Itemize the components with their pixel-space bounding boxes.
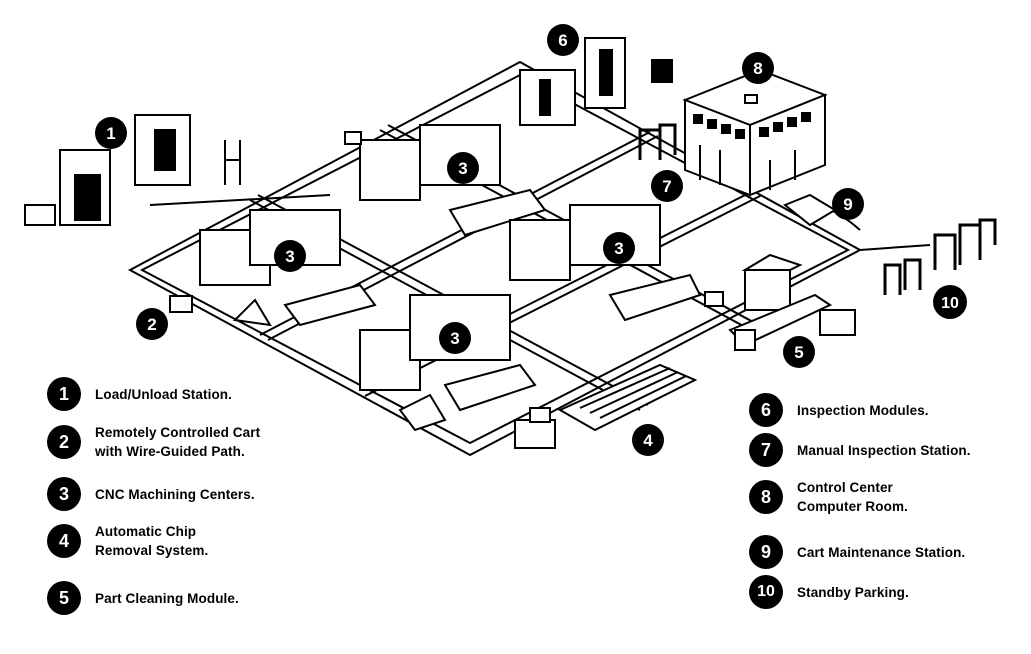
svg-text:6: 6 [558, 31, 567, 50]
svg-text:10: 10 [941, 295, 959, 312]
legend-item-7: 7 Manual Inspection Station. [749, 433, 971, 467]
legend-item-9: 9 Cart Maintenance Station. [749, 535, 965, 569]
callout-5: 5 [783, 336, 815, 368]
callout-6: 6 [547, 24, 579, 56]
callout-8: 8 [742, 52, 774, 84]
legend-label: Manual Inspection Station. [797, 442, 971, 458]
svg-text:9: 9 [843, 195, 852, 214]
legend-number: 5 [47, 581, 81, 615]
svg-text:3: 3 [285, 247, 294, 266]
callout-4: 4 [632, 424, 664, 456]
callout-3: 3 [439, 322, 471, 354]
legend-number: 8 [749, 480, 783, 514]
legend-label: CNC Machining Centers. [95, 486, 255, 502]
load-unload-station [24, 114, 241, 226]
legend-label: Inspection Modules. [797, 402, 929, 418]
legend-number: 10 [749, 575, 783, 609]
callout-1: 1 [95, 117, 127, 149]
svg-text:3: 3 [614, 239, 623, 258]
legend-label: Standby Parking. [797, 584, 909, 600]
svg-text:8: 8 [753, 59, 762, 78]
inspection-modules [519, 37, 673, 126]
legend-item-10: 10 Standby Parking. [749, 575, 909, 609]
legend-number: 4 [47, 524, 81, 558]
legend-item-1: 1 Load/Unload Station. [47, 377, 232, 411]
callout-9: 9 [832, 188, 864, 220]
legend-item-6: 6 Inspection Modules. [749, 393, 929, 427]
callout-10: 10 [933, 285, 967, 319]
svg-text:3: 3 [450, 329, 459, 348]
standby-parking [883, 218, 997, 295]
legend-number: 2 [47, 425, 81, 459]
manual-inspection-station [638, 123, 677, 160]
legend-number: 6 [749, 393, 783, 427]
legend-number: 1 [47, 377, 81, 411]
svg-text:2: 2 [147, 315, 156, 334]
legend-number: 9 [749, 535, 783, 569]
callout-3: 3 [274, 240, 306, 272]
legend-item-3: 3 CNC Machining Centers. [47, 477, 255, 511]
chip-removal-system [514, 363, 698, 449]
callout-3: 3 [447, 152, 479, 184]
callout-7: 7 [651, 170, 683, 202]
svg-text:7: 7 [662, 177, 671, 196]
legend-number: 3 [47, 477, 81, 511]
legend-item-5: 5 Part Cleaning Module. [47, 581, 239, 615]
legend-label: Part Cleaning Module. [95, 590, 239, 606]
svg-text:4: 4 [643, 431, 653, 450]
part-cleaning-module [728, 253, 856, 351]
legend-number: 7 [749, 433, 783, 467]
legend-label: Cart Maintenance Station. [797, 544, 966, 560]
svg-text:5: 5 [794, 343, 803, 362]
svg-text:3: 3 [458, 159, 467, 178]
callout-2: 2 [136, 308, 168, 340]
control-center-building [682, 68, 828, 197]
remote-cart [169, 131, 724, 313]
svg-text:1: 1 [106, 124, 115, 143]
callout-3: 3 [603, 232, 635, 264]
legend-label: Load/Unload Station. [95, 386, 232, 402]
